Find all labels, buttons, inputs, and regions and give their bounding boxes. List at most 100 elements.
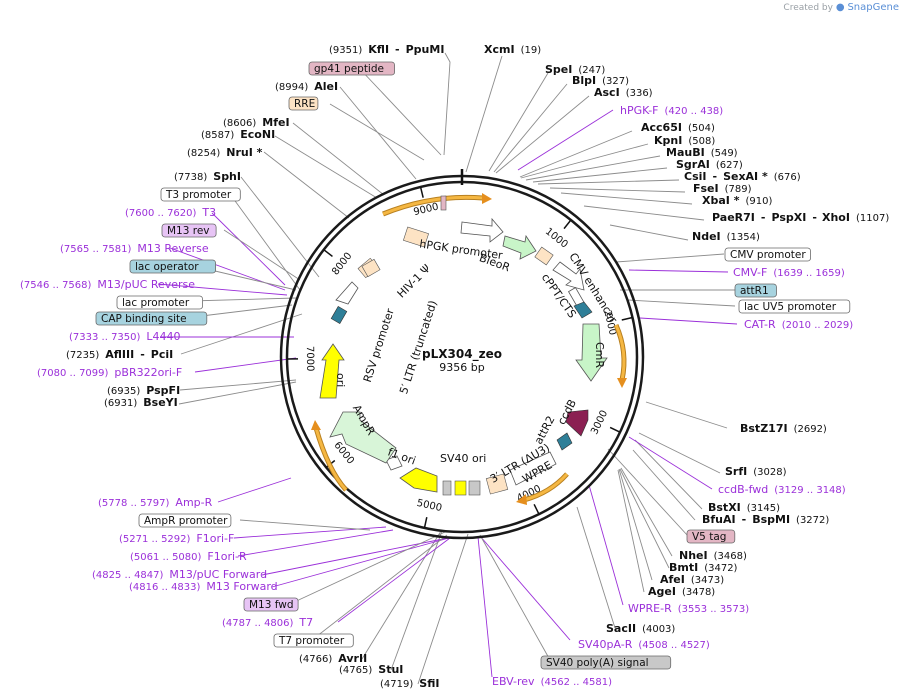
enzymes-kfl-part-3: PpuMI bbox=[406, 43, 445, 56]
primers-m13f-part-0: (4816 .. 4833) bbox=[129, 582, 201, 593]
enzymes-afl-part-3: PciI bbox=[151, 348, 173, 361]
enzymes-eco-part-1: EcoNI bbox=[240, 128, 275, 141]
primers-catr-part-1: (2010 .. 2029) bbox=[782, 320, 854, 331]
enzymes-csi-part-3: (676) bbox=[774, 172, 801, 183]
enzymes-pae-part-0: PaeR7I bbox=[712, 211, 755, 224]
enzymes-blp: BlpI(327) bbox=[572, 74, 629, 87]
primers-pbr-part-0: (7080 .. 7099) bbox=[37, 368, 109, 379]
enzymes-bmt: BmtI(3472) bbox=[669, 561, 738, 574]
enzymes-nru: (8254)NruI * bbox=[187, 146, 263, 159]
cmr-arrow bbox=[575, 323, 608, 382]
box-m13fwd: M13 fwd bbox=[243, 597, 299, 612]
tick-2000 bbox=[621, 316, 633, 321]
tick-label-3000: 3000 bbox=[589, 409, 610, 437]
enzymes-sac: SacII(4003) bbox=[606, 622, 675, 635]
enzymes-avr: (4766)AvrII bbox=[299, 652, 367, 665]
enzymes-mfe: (8606)MfeI bbox=[223, 116, 290, 129]
enzymes-bmt-part-0: BmtI bbox=[669, 561, 698, 574]
primers-m13pur: (7546 .. 7568) M13/pUC Reverse bbox=[20, 278, 195, 291]
primers-m13f: (4816 .. 4833)M13 Forward bbox=[129, 580, 278, 593]
primers-m13pur-part-0: (7546 .. 7568) bbox=[20, 280, 92, 291]
credit-brand: SnapGene bbox=[847, 2, 899, 13]
enzymes-xba-part-1: (910) bbox=[745, 196, 772, 207]
cppt-feature bbox=[534, 246, 554, 266]
enzymes-bfu-part-1: - bbox=[742, 513, 747, 526]
enzymes-pae-part-3: - bbox=[812, 211, 816, 224]
enzymes-pae-part-5: (1107) bbox=[856, 213, 889, 224]
enzymes-bse-part-0: (6931) bbox=[104, 398, 137, 409]
box-cmvp-text: CMV promoter bbox=[730, 249, 806, 261]
primers-ccdb-part-0: ccdB-fwd bbox=[718, 483, 768, 496]
primers-sv40r-part-0: SV40pA-R bbox=[578, 638, 633, 651]
enzymes-srf-part-1: (3028) bbox=[753, 467, 786, 478]
primers-m13rev: (7565 .. 7581)M13 Reverse bbox=[60, 242, 209, 255]
primers-catr: CAT-R(2010 .. 2029) bbox=[744, 318, 853, 331]
primers-f1r: (5061 .. 5080)F1ori-R bbox=[130, 550, 247, 563]
enzymes-stu-part-1: StuI bbox=[378, 663, 403, 676]
enzymes-psp-part-1: PspFI bbox=[146, 384, 180, 397]
enzymes-nru-part-1: NruI * bbox=[226, 146, 262, 159]
enzymes-xcm: XcmI(19) bbox=[484, 43, 541, 56]
enzymes-csi-part-0: CsiI bbox=[684, 170, 706, 183]
box-t7p: T7 promoter bbox=[273, 633, 354, 648]
enzymes-nhe-part-0: NheI bbox=[679, 549, 708, 562]
enzymes-csi-part-2: SexAI * bbox=[723, 170, 768, 183]
enzymes-pae-part-4: XhoI bbox=[822, 211, 850, 224]
primers-m13pur-part-1: M13/pUC Reverse bbox=[97, 278, 195, 291]
primers-hpgk-part-0: hPGK-F bbox=[620, 104, 658, 117]
enzymes-afe-part-1: (3473) bbox=[691, 575, 724, 586]
enzymes-sgr: SgrAI (627) bbox=[676, 158, 743, 171]
enzymes-sgr-part-0: SgrAI bbox=[676, 158, 710, 171]
box-attr1-text: attR1 bbox=[740, 285, 769, 297]
enzymes-psp: (6935)PspFI bbox=[107, 384, 180, 397]
enzymes-srf-part-0: SrfI bbox=[725, 465, 747, 478]
enzymes-afe-part-0: AfeI bbox=[660, 573, 685, 586]
enzymes-bstx: BstXI(3145) bbox=[708, 501, 780, 514]
box-t3p: T3 promoter bbox=[160, 187, 241, 202]
enzymes-sgr-part-1: (627) bbox=[716, 160, 743, 171]
label-sv40ori: SV40 ori bbox=[440, 452, 486, 465]
box-sv40pa-text: SV40 poly(A) signal bbox=[546, 657, 649, 669]
enzymes-mau: MauBI(549) bbox=[666, 146, 738, 159]
primers-f1f-part-1: F1ori-F bbox=[196, 532, 234, 545]
enzymes-age: AgeI(3478) bbox=[648, 585, 715, 598]
primers-ccdb: ccdB-fwd (3129 .. 3148) bbox=[718, 483, 846, 496]
hpgk-promoter-arrow bbox=[460, 217, 504, 243]
enzymes-bfu-part-3: (3272) bbox=[796, 515, 829, 526]
enzymes-sfi-part-0: (4719) bbox=[380, 679, 413, 690]
box-lacp: lac promoter bbox=[116, 295, 203, 310]
enzymes-kfl-part-2: - bbox=[395, 43, 400, 56]
primers-f1r-part-1: F1ori-R bbox=[207, 550, 247, 563]
enzymes-pae-part-2: PspXI bbox=[771, 211, 806, 224]
enzymes-bstx-part-1: (3145) bbox=[747, 503, 780, 514]
primers-ccdb-part-1: (3129 .. 3148) bbox=[774, 485, 846, 496]
enzymes-sph: (7738)SphI bbox=[174, 170, 241, 183]
lac-features-left bbox=[330, 306, 348, 324]
box-sv40pa: SV40 poly(A) signal bbox=[540, 655, 672, 670]
enzymes-fse-part-0: FseI bbox=[693, 182, 719, 195]
plasmid-name: pLX304_zeo bbox=[422, 347, 502, 362]
primers-wprer-part-1: (3553 .. 3573) bbox=[678, 604, 750, 615]
primers-cmvf: CMV-F(1639 .. 1659) bbox=[733, 266, 845, 279]
enzymes-afl-part-0: (7235) bbox=[66, 350, 99, 361]
ccdb-arrow bbox=[565, 409, 589, 437]
enzymes-kpn: KpnI(508) bbox=[654, 134, 715, 147]
enzymes-avr-part-1: AvrII bbox=[338, 652, 367, 665]
enzymes-sac-part-1: (4003) bbox=[642, 624, 675, 635]
box-m13revb-text: M13 rev bbox=[167, 225, 210, 237]
box-attr1: attR1 bbox=[734, 283, 777, 298]
box-rre: RRE bbox=[288, 96, 319, 111]
enzymes-stu-part-0: (4765) bbox=[339, 665, 372, 676]
box-gp41: gp41 peptide bbox=[308, 61, 395, 76]
primers-hpgk-part-1: (420 .. 438) bbox=[664, 106, 723, 117]
primers-t7-part-0: (4787 .. 4806) bbox=[222, 618, 294, 629]
enzymes-bfu-part-2: BspMI bbox=[752, 513, 790, 526]
box-gp41-text: gp41 peptide bbox=[314, 63, 384, 75]
enzymes-bst17-part-0: BstZ17I bbox=[740, 422, 788, 435]
credit-prefix: Created by bbox=[783, 3, 833, 13]
enzymes-pae: PaeR7I-PspXI-XhoI(1107) bbox=[712, 211, 889, 224]
enzymes-sph-part-0: (7738) bbox=[174, 172, 207, 183]
enzymes-asc: AscI(336) bbox=[594, 86, 653, 99]
enzymes-spe-part-0: SpeI bbox=[545, 63, 572, 76]
